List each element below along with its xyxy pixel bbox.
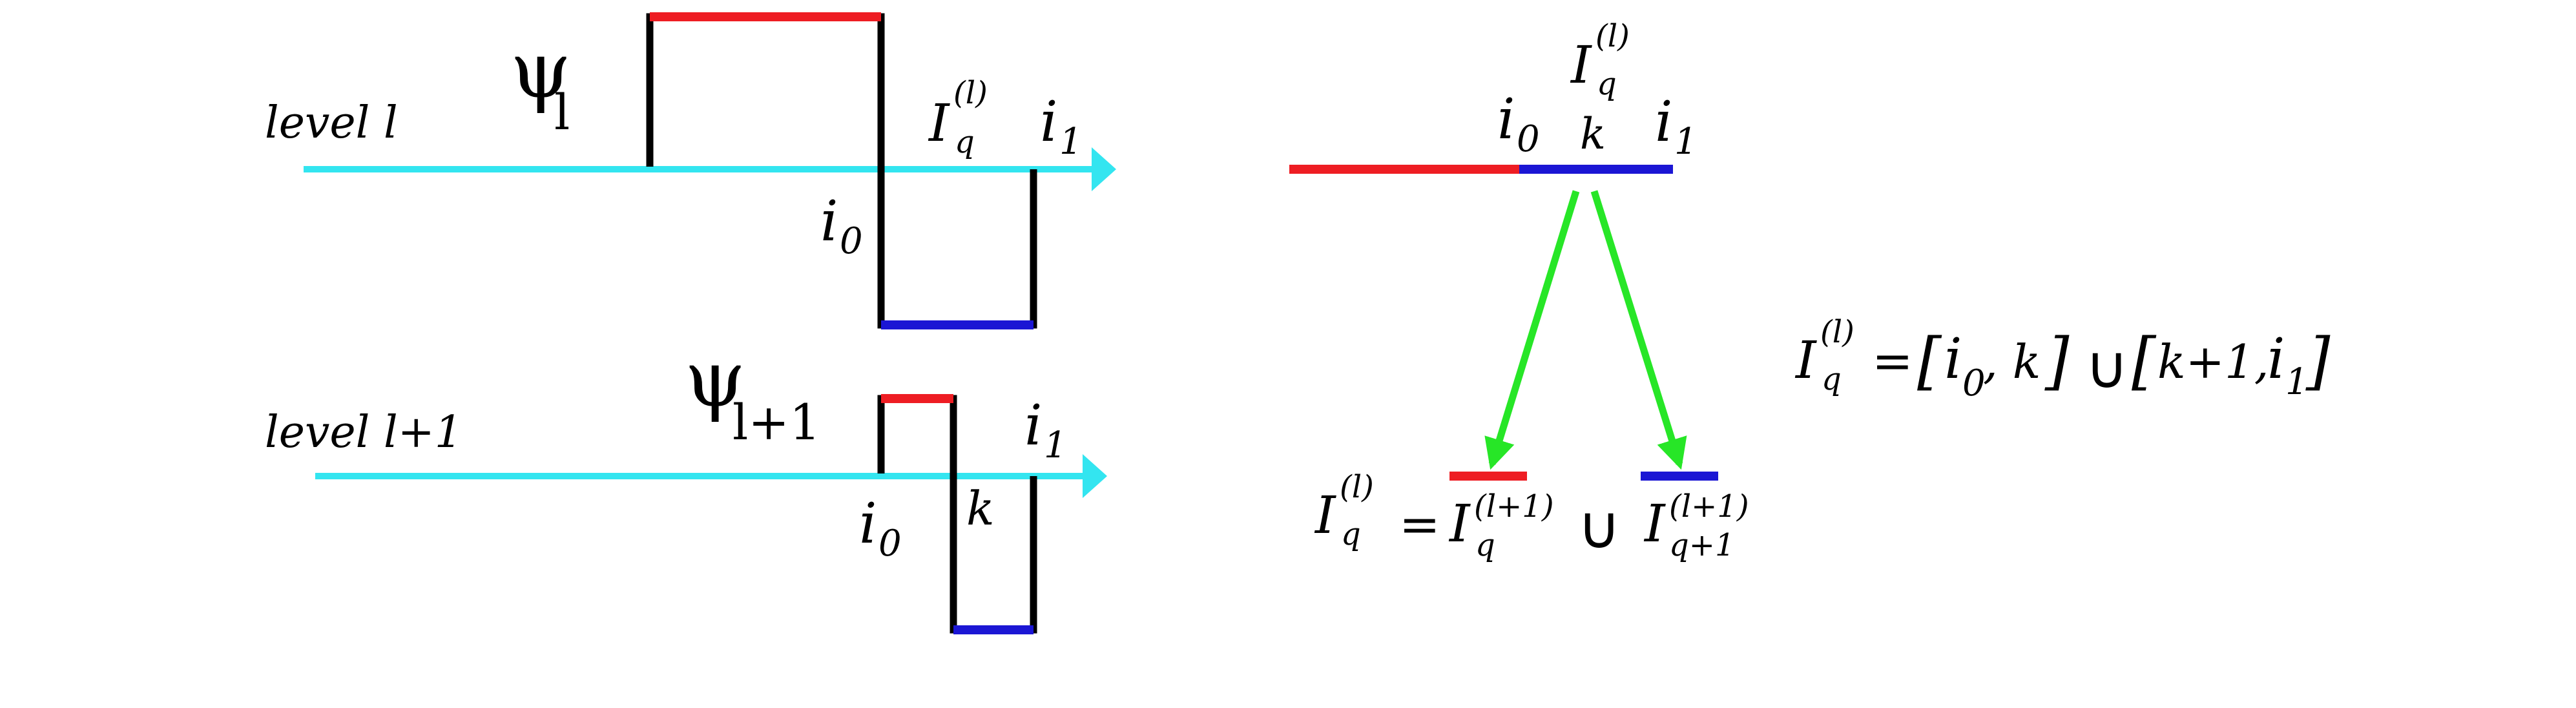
formula-open-bracket-2: [ bbox=[2132, 325, 2157, 397]
level-l-axis-arrowhead bbox=[1092, 147, 1116, 191]
formula-k-plus-1: k+1, bbox=[2157, 335, 2269, 389]
eq-lhs-symbol: I bbox=[1314, 485, 1336, 545]
formula-i1-label: i bbox=[2267, 327, 2285, 391]
psi-l-subscript: l bbox=[554, 83, 570, 141]
formula-union: ∪ bbox=[2085, 333, 2128, 402]
top-interval-sup: (l) bbox=[1595, 18, 1630, 54]
top-interval-k-label: k bbox=[1580, 109, 1606, 159]
i0-label-level-l: i bbox=[820, 189, 838, 254]
eq-equals: = bbox=[1399, 495, 1440, 553]
eq-lhs-sub: q bbox=[1341, 516, 1361, 552]
i0-label-level-l-plus-1: i bbox=[859, 492, 877, 556]
formula-i1-sub: 1 bbox=[2285, 361, 2309, 403]
formula-open-bracket-1: [ bbox=[1917, 325, 1942, 397]
i1-label-level-l: i bbox=[1040, 90, 1058, 154]
interval-split-panel: I q (l) i 0 k i 1 I q (l) = I q (l+1) ∪ … bbox=[1289, 18, 1749, 563]
psi-l-plus-1-symbol: ψ bbox=[685, 335, 745, 424]
formula-comma-k: , k bbox=[1983, 335, 2041, 389]
psi-l-plus-1-subscript: l+1 bbox=[732, 393, 820, 451]
i1-sub-level-l-plus-1: 1 bbox=[1044, 424, 1067, 466]
i0-sub-level-l-plus-1: 0 bbox=[878, 523, 902, 565]
k-label-level-l-plus-1: k bbox=[966, 481, 995, 536]
formula-close-bracket-1: ] bbox=[2044, 325, 2070, 397]
i1-sub-level-l: 1 bbox=[1059, 121, 1083, 163]
top-interval-sub: q bbox=[1597, 66, 1617, 102]
psi-l-plus-1-wavelet bbox=[877, 395, 1037, 634]
formula-close-bracket-2: ] bbox=[2305, 325, 2331, 397]
psi-l-symbol: ψ bbox=[510, 26, 571, 116]
formula-lhs-sub: q bbox=[1822, 361, 1842, 397]
interval-sub-level-l: q bbox=[955, 124, 975, 160]
level-l-plus-1-axis-arrowhead bbox=[1083, 454, 1107, 498]
formula-lhs-sup: (l) bbox=[1820, 314, 1854, 350]
split-arrow-right bbox=[1590, 190, 1687, 470]
top-interval-i1-label: i bbox=[1655, 90, 1673, 154]
formula-i0-sub: 0 bbox=[1962, 362, 1986, 404]
top-interval-i0-sub: 0 bbox=[1517, 118, 1540, 160]
eq-lhs-sup: (l) bbox=[1340, 469, 1374, 505]
eq-term2-sub: q+1 bbox=[1669, 527, 1734, 563]
interval-formula: I q (l) = [ i 0 , k ] ∪ [ k+1, i 1 ] bbox=[1794, 314, 2331, 404]
interval-sup-level-l: (l) bbox=[953, 75, 988, 111]
eq-union: ∪ bbox=[1577, 493, 1621, 562]
psi-l-wavelet bbox=[646, 13, 1037, 329]
i0-sub-level-l: 0 bbox=[840, 220, 863, 262]
split-arrow-left bbox=[1484, 190, 1580, 470]
formula-lhs-symbol: I bbox=[1794, 330, 1817, 390]
formula-i0-label: i bbox=[1944, 327, 1962, 391]
eq-term1-sub: q bbox=[1475, 527, 1495, 563]
i1-label-level-l-plus-1: i bbox=[1024, 393, 1043, 458]
top-interval-i0-label: i bbox=[1497, 87, 1515, 152]
top-interval-symbol: I bbox=[1570, 35, 1592, 95]
formula-equals: = bbox=[1872, 332, 1913, 390]
level-l-plus-1-panel: level l+1 ψ l+1 i 0 k i 1 bbox=[265, 335, 1107, 634]
interval-label-level-l: I bbox=[928, 93, 950, 153]
eq-term1-symbol: I bbox=[1448, 494, 1471, 554]
eq-term2-sup: (l+1) bbox=[1669, 488, 1749, 525]
level-l-label: level l bbox=[265, 98, 398, 149]
eq-term1-sup: (l+1) bbox=[1474, 488, 1554, 525]
eq-term2-symbol: I bbox=[1643, 494, 1666, 554]
level-l-panel: level l ψ l i 0 I q (l) i 1 bbox=[265, 12, 1116, 329]
top-interval-i1-sub: 1 bbox=[1674, 121, 1698, 163]
level-l-plus-1-label: level l+1 bbox=[265, 407, 462, 458]
